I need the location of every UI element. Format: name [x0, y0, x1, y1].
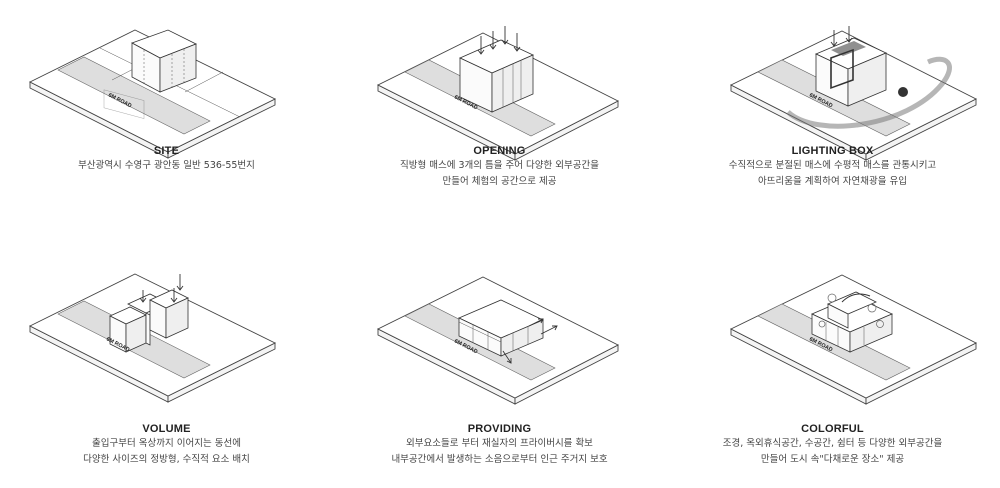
panel-title: VOLUME: [142, 423, 191, 435]
panel-title: OPENING: [473, 145, 526, 157]
panel-description-line: 다양한 사이즈의 정방형, 수직적 요소 배치: [83, 454, 250, 465]
panel-description-line: 부산광역시 수영구 광안동 일반 536-55번지: [78, 160, 255, 171]
panel-description-line: 수직적으로 분절된 매스에 수평적 매스를 관통시키고: [728, 160, 937, 171]
panel-title: PROVIDING: [467, 423, 532, 435]
panel-title: LIGHTING BOX: [791, 145, 874, 157]
panel-lighting-box: 6M ROAD LIGHTING BOX 수직적으로 분절된 매스에 수평적 매…: [666, 0, 999, 244]
panel-opening: 6M ROAD OPENING 직방형 매스에 3개의 틈을 주어 다양한 외부…: [333, 0, 666, 244]
panel-description-line: 조경, 옥외휴식공간, 수공간, 쉼터 등 다양한 외부공간을: [722, 438, 943, 449]
site-isometric-drawing: 6M ROAD: [28, 29, 277, 159]
panel-site: 6M ROAD SITE 부산광역시 수영구 광안동 일반 536-55번지: [0, 0, 333, 244]
volume-isometric-drawing: 6M ROAD: [28, 273, 277, 403]
panel-colorful: 6M ROAD COLORFUL 조경, 옥외휴식공간, 수공간, 쉼터 등 다…: [666, 244, 999, 488]
panel-volume: 6M ROAD VOLUME 출입구부터 옥상까지 이어지는 동선에 다양한 사…: [0, 244, 333, 488]
panel-description-line: 만들어 도시 속"다채로운 장소" 제공: [760, 454, 905, 465]
panel-providing: 6M ROAD PROVIDING 외부요소들로 부터 재실자의 프라이버시를 …: [333, 244, 666, 488]
panel-description-line: 내부공간에서 발생하는 소음으로부터 인근 주거지 보호: [391, 454, 608, 465]
lighting-box-isometric-drawing: 6M ROAD: [729, 26, 978, 161]
panel-description-line: 출입구부터 옥상까지 이어지는 동선에: [92, 438, 241, 449]
panel-description-line: 아뜨리움을 계획하여 자연채광을 유입: [758, 176, 907, 187]
panel-title: SITE: [153, 145, 180, 157]
panel-description-line: 만들어 체험의 공간으로 제공: [442, 176, 557, 187]
providing-isometric-drawing: 6M ROAD: [376, 276, 619, 405]
panel-title: COLORFUL: [801, 423, 864, 435]
colorful-isometric-drawing: 6M ROAD: [729, 274, 978, 405]
opening-isometric-drawing: 6M ROAD: [376, 26, 619, 161]
panel-description-line: 외부요소들로 부터 재실자의 프라이버시를 확보: [406, 438, 593, 449]
panel-description-line: 직방형 매스에 3개의 틈을 주어 다양한 외부공간을: [400, 160, 599, 171]
